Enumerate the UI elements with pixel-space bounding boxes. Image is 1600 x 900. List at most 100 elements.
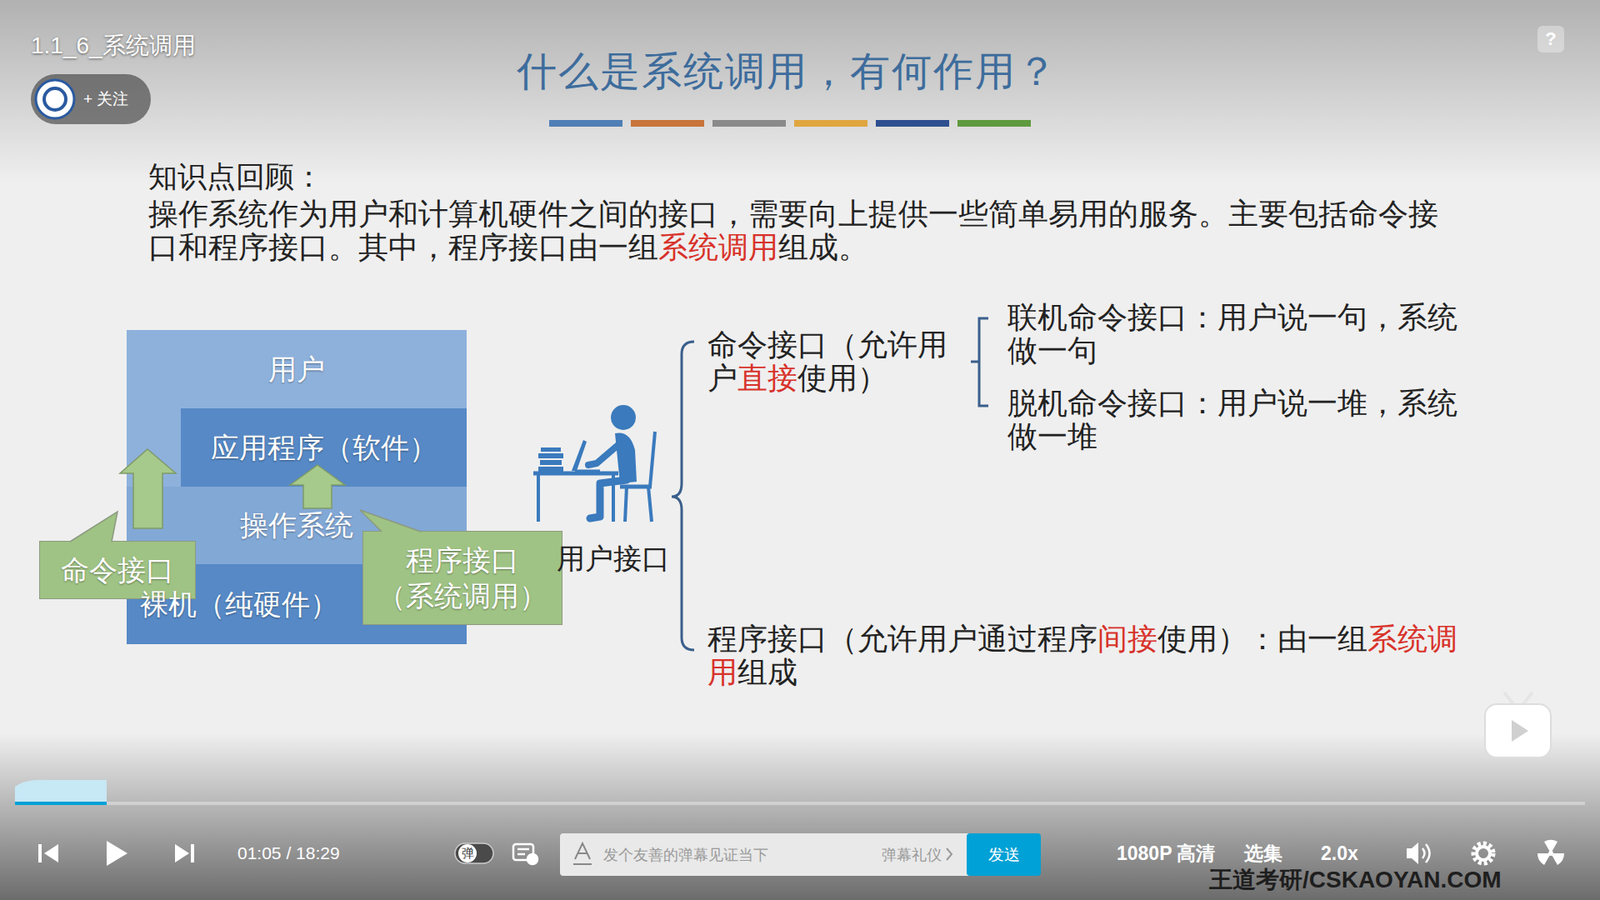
text-run: （系统调用） [377,579,548,613]
up-arrow [290,465,345,509]
text-run: 1.1_6_系统调用 [30,32,196,59]
time-display-holder: 01:05 / 18:29 [237,842,340,865]
help-mark-holder: ? [1537,25,1565,53]
text-run: 弹 [461,845,475,860]
callout-text: 程序接口（系统调用） [377,542,548,614]
branch-text-holder: 程序接口（允许用户通过程序间接使用）：由一组系统调用组成 [707,622,1458,690]
text-run: 选集 [1244,842,1283,865]
settings-gear [1473,843,1494,864]
section-heading: 知识点回顾： [148,160,324,194]
branch-text-holder: 联机命令接口：用户说一句，系统做一句 [1007,300,1458,368]
follow-text-holder: + 关注 [83,88,129,110]
input-placeholder: 发个友善的弹幕见证当下 [603,845,769,865]
title-holder: 什么是系统调用，有何作用？ [0,48,1575,95]
help-mark: ? [1545,28,1556,50]
text-run: 2.0x [1320,842,1359,865]
text-run: 知识点回顾： [148,160,324,194]
text-run: 什么是系统调用，有何作用？ [516,49,1059,94]
trefoil-icon [1537,840,1565,865]
layer-label: 应用程序（软件） [210,430,438,466]
text-run: 脱机命令接口：用户说一堆，系统 [1007,385,1458,420]
text-run: 应用程序（软件） [210,430,438,465]
text-run: 裸机（纯硬件） [140,587,339,621]
callout-text: 命令接口 [60,552,175,589]
text-run: 用户 [268,352,325,386]
highlight-text: 直接 [737,360,798,395]
text-run: 操作系统 [240,508,354,542]
review-paragraph: 操作系统作为用户和计算机硬件之间的接口，需要向上提供一些简单易用的服务。主要包括… [148,197,1439,265]
branch-text-holder: 命令接口（允许用户直接使用） [707,328,948,395]
text-run: ? [1545,28,1556,50]
slide-title: 什么是系统调用，有何作用？ [516,48,1059,95]
section-heading-holder: 知识点回顾： [148,160,324,194]
send-button [966,833,1041,876]
text-run: 程序接口（允许用户通过程序 [707,621,1098,656]
text-run: 王道考研/CSKAOYAN.COM [1209,866,1502,893]
text-run: 用户接口 [556,541,670,575]
branch-text-holder: 脱机命令接口：用户说一堆，系统做一堆 [1007,386,1458,454]
text-run: 发送 [988,845,1020,864]
callout-box: 程序接口（系统调用） [362,530,563,625]
callout-tail [70,511,118,542]
branch-text: 程序接口（允许用户通过程序间接使用）：由一组系统调用组成 [707,622,1458,690]
group-label: 用户接口 [556,541,670,575]
preview-thumb [15,780,107,802]
text-run: 组成 [737,655,798,690]
user-icon [533,405,655,522]
text-run: 发个友善的弹幕见证当下 [603,846,769,864]
text-run: 程序接口 [405,543,520,577]
text-run: 1080P 高清 [1116,842,1215,865]
text-run: 操作系统作为用户和计算机硬件之间的接口，需要向上提供一些简单易用的服务。主要包括… [148,196,1439,231]
layer-label: 裸机（纯硬件） [140,586,339,623]
review-paragraph-holder: 操作系统作为用户和计算机硬件之间的接口，需要向上提供一些简单易用的服务。主要包括… [148,197,1439,265]
title-bars [549,120,1031,127]
help-icon [1537,25,1565,53]
avatar-mark [44,88,66,110]
send-label-holder: 发送 [966,833,1041,876]
layer-label: 操作系统 [240,507,354,544]
send-label: 发送 [988,845,1020,865]
tv-icon [1485,693,1551,758]
branch-text: 命令接口（允许用户直接使用） [707,328,948,395]
font-icon [573,843,592,865]
danmaku-input [560,833,977,876]
quality-label-holder: 1080P 高清 [1116,841,1215,865]
text-run: 使用） [797,360,888,395]
episodes-label: 选集 [1244,841,1283,865]
text-run: 01:05 / 18:29 [237,843,340,863]
text-run: 做一句 [1007,333,1098,368]
watermark-holder: 王道考研/CSKAOYAN.COM [1209,866,1502,894]
text-run: 弹幕礼仪 [881,846,942,864]
text-run: 命令接口（允许用 [707,327,948,362]
speed-label-holder: 2.0x [1320,841,1359,865]
up-arrow [120,449,176,529]
etiquette-link-holder: 弹幕礼仪 [881,845,942,865]
input-placeholder-holder: 发个友善的弹幕见证当下 [603,845,769,865]
group-label-holder: 用户接口 [556,541,670,575]
progress-played [15,801,107,805]
follow-pill [30,74,151,125]
text-run: 使用）：由一组 [1157,621,1368,656]
highlight-text: 间接 [1097,621,1158,656]
branch-text: 脱机命令接口：用户说一堆，系统做一堆 [1007,386,1458,454]
danmaku-toggle [455,843,494,864]
video-title: 1.1_6_系统调用 [30,31,196,60]
speed-label: 2.0x [1320,841,1359,865]
chevron [946,848,952,860]
text-run: 做一堆 [1007,419,1098,454]
danmaku-settings-icon [513,844,538,865]
highlight-text: 用 [707,655,738,690]
etiquette-link: 弹幕礼仪 [881,845,942,865]
watermark: 王道考研/CSKAOYAN.COM [1209,866,1502,894]
progress-track [15,801,1585,805]
quality-label: 1080P 高清 [1116,841,1215,865]
text-run: 户 [707,360,738,395]
time-display: 01:05 / 18:29 [237,842,340,865]
follow-text: + 关注 [83,88,129,110]
bracket [970,318,989,406]
toggle-label-holder: 弹 [457,843,478,864]
highlight-text: 系统调用 [658,230,779,265]
curly-brace [671,341,695,650]
text-run: 联机命令接口：用户说一句，系统 [1007,300,1458,335]
